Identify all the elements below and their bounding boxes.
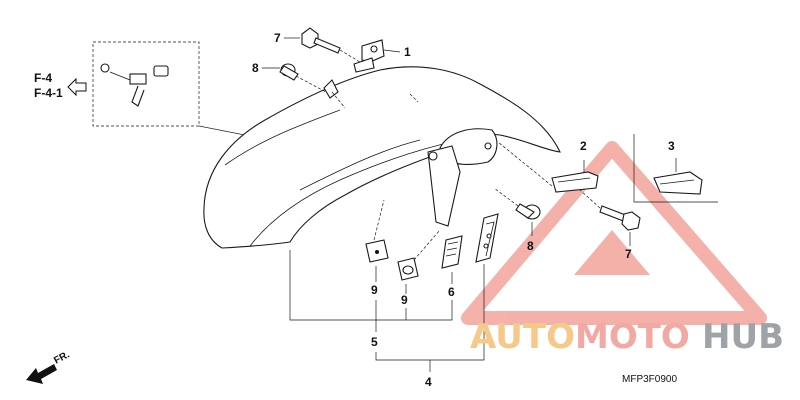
watermark-logo bbox=[461, 141, 767, 325]
front-arrow-icon bbox=[26, 364, 57, 384]
callout-9-right: 9 bbox=[401, 293, 408, 307]
part-9-clip-right: 9 bbox=[397, 229, 441, 307]
front-direction-indicator: FR. bbox=[26, 349, 72, 384]
callout-8-left: 8 bbox=[252, 61, 259, 75]
front-fender bbox=[203, 57, 561, 249]
part-8-grommet-right: 8 bbox=[493, 187, 541, 253]
ref-secondary: F-4-1 bbox=[34, 86, 63, 100]
callout-2: 2 bbox=[580, 139, 587, 153]
callout-8-right: 8 bbox=[527, 239, 534, 253]
callout-9-left: 9 bbox=[371, 283, 378, 297]
part-6-pad: 6 bbox=[441, 235, 463, 299]
part-7-bolt-right: 7 bbox=[579, 189, 641, 261]
hose-detail-box bbox=[92, 41, 271, 141]
watermark-auto: AUTO bbox=[470, 317, 575, 357]
callout-7-right: 7 bbox=[625, 247, 632, 261]
part-1-bracket: 1 bbox=[353, 39, 411, 73]
callout-7-top: 7 bbox=[274, 31, 281, 45]
front-label: FR. bbox=[52, 349, 72, 366]
ref-primary: F-4 bbox=[34, 71, 52, 85]
group-leaders: 5 4 bbox=[289, 250, 485, 389]
watermark-moto: MOTO bbox=[575, 317, 690, 357]
part-4-plate bbox=[475, 213, 499, 263]
watermark-hub: HUB bbox=[702, 317, 784, 357]
callout-3: 3 bbox=[668, 139, 675, 153]
part-2-bracket: 2 bbox=[497, 139, 599, 193]
drawing-code: MFP3F0900 bbox=[622, 374, 677, 385]
reference-arrow-icon bbox=[67, 77, 87, 97]
callout-1: 1 bbox=[404, 45, 411, 59]
part-3-detail: 3 bbox=[633, 134, 718, 203]
reference-label: F-4 F-4-1 bbox=[34, 71, 87, 100]
callout-4: 4 bbox=[425, 375, 432, 389]
callout-5: 5 bbox=[371, 335, 378, 349]
part-9-clip-left: 9 bbox=[365, 199, 389, 297]
watermark-text: AUTO MOTO HUB bbox=[470, 317, 784, 357]
part-7-bolt-top: 7 bbox=[274, 27, 361, 63]
part-8-grommet-left: 8 bbox=[252, 61, 327, 93]
callout-6: 6 bbox=[448, 285, 455, 299]
